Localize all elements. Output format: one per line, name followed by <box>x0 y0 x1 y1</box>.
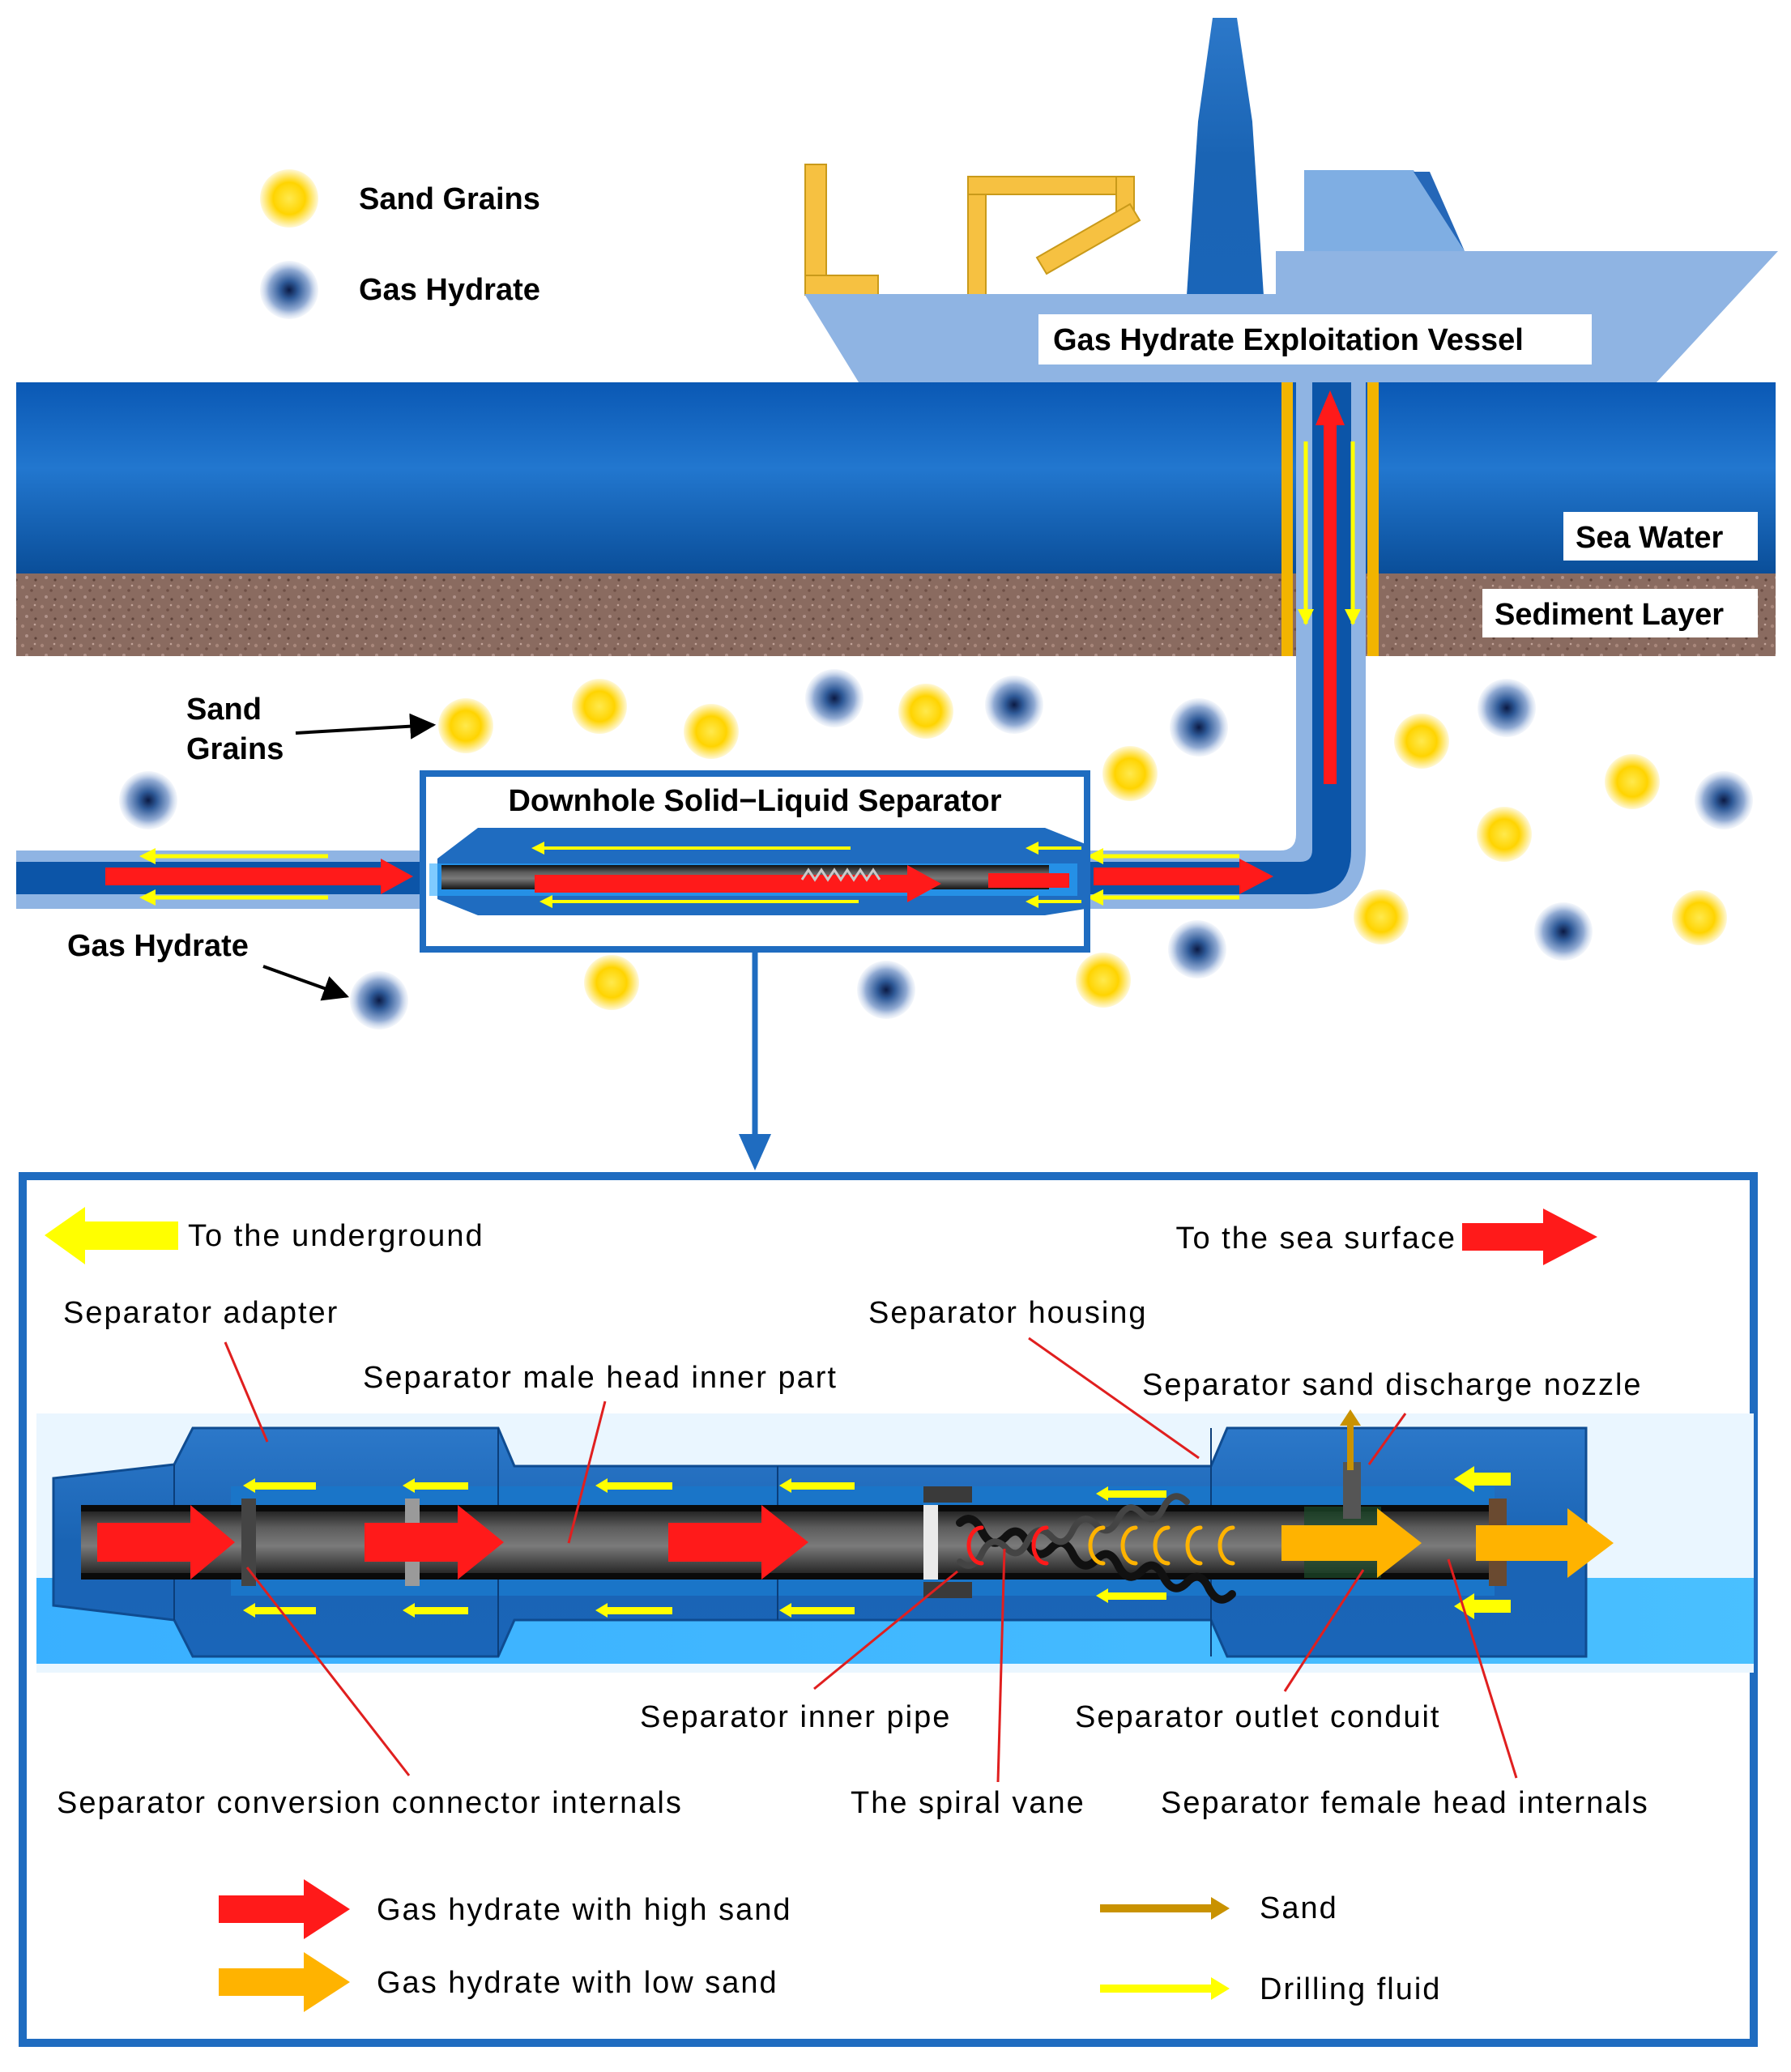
gas-hydrate <box>1695 771 1753 829</box>
sand-grain <box>684 704 739 759</box>
detail-connector-arrowhead <box>739 1134 771 1170</box>
label-separator-housing: Separator housing <box>868 1296 1148 1330</box>
legend-drilling-fluid-arrow-icon <box>1100 1977 1230 2000</box>
sea-water <box>16 382 1776 573</box>
sand-callout-line1: Sand <box>186 693 262 727</box>
sand-grain <box>1102 746 1158 801</box>
detail-callout-lines <box>224 1337 1518 1783</box>
to-surface-arrow <box>1462 1209 1597 1265</box>
sand-grain <box>1605 754 1660 809</box>
hydrate-callout: Gas Hydrate <box>67 929 249 963</box>
separator-cross-section <box>36 1413 1754 1673</box>
legend-gas-hydrate-icon <box>260 261 318 319</box>
sand-discharge-nozzle <box>1340 1409 1361 1519</box>
to-underground-arrow <box>45 1207 178 1264</box>
label-sand-discharge-nozzle: Separator sand discharge nozzle <box>1142 1368 1643 1402</box>
gas-hydrate <box>985 676 1043 734</box>
legend-high-sand-arrow-icon <box>219 1879 350 1939</box>
sea-water-label: Sea Water <box>1576 521 1724 555</box>
gas-hydrate <box>857 961 915 1019</box>
to-surface-label: To the sea surface <box>1175 1221 1456 1256</box>
sand-grain <box>584 955 639 1010</box>
spiral-vane <box>956 1493 1236 1604</box>
vessel-cranes <box>804 164 1141 296</box>
legend-drilling-fluid-label: Drilling fluid <box>1260 1972 1441 2006</box>
mini-separator <box>423 774 1087 949</box>
sand-grain <box>438 698 493 753</box>
label-separator-adapter: Separator adapter <box>63 1296 339 1330</box>
label-spiral-vane: The spiral vane <box>851 1786 1085 1820</box>
gas-hydrate <box>1478 679 1536 737</box>
detail-internal-flows <box>97 1505 1614 1580</box>
separator-box-label: Downhole Solid−Liquid Separator <box>508 784 1001 818</box>
sand-callout-arrow <box>295 713 437 740</box>
legend-high-sand-label: Gas hydrate with high sand <box>377 1893 792 1927</box>
gas-hydrate <box>1168 920 1226 978</box>
sea-water-label-box <box>1563 512 1758 561</box>
legend-sand-label-detail: Sand <box>1260 1891 1338 1925</box>
sediment-label: Sediment Layer <box>1495 598 1724 632</box>
sand-grain <box>1354 889 1409 944</box>
scattered-grains <box>119 669 1753 1030</box>
horizontal-pipe-flows <box>105 848 1273 906</box>
legend-low-sand-label: Gas hydrate with low sand <box>377 1966 778 2000</box>
gas-hydrate <box>1170 698 1228 757</box>
legend-sand-grain-icon <box>260 169 318 228</box>
gas-hydrate <box>350 971 408 1030</box>
sand-grain <box>572 679 627 734</box>
vessel-label: Gas Hydrate Exploitation Vessel <box>1053 323 1524 357</box>
gas-hydrate <box>805 669 864 727</box>
label-female-head-internals: Separator female head internals <box>1161 1786 1649 1820</box>
sand-callout-line2: Grains <box>186 732 284 766</box>
label-conversion-connector-internals: Separator conversion connector internals <box>57 1786 683 1820</box>
label-male-head-inner-part: Separator male head inner part <box>363 1361 838 1395</box>
label-separator-outlet-conduit: Separator outlet conduit <box>1075 1700 1441 1734</box>
legend-hydrate-label: Gas Hydrate <box>359 273 540 307</box>
sand-grain <box>1394 714 1449 769</box>
sand-grain <box>1477 807 1532 862</box>
label-separator-inner-pipe: Separator inner pipe <box>640 1700 951 1734</box>
sand-grain <box>898 684 953 739</box>
sand-grain <box>1672 890 1727 945</box>
legend-sand-arrow-icon <box>1100 1897 1230 1920</box>
to-underground-label: To the underground <box>188 1219 484 1253</box>
gas-hydrate <box>119 771 177 829</box>
sand-grain <box>1076 953 1131 1008</box>
legend-low-sand-arrow-icon <box>219 1952 350 2012</box>
vessel-label-box <box>1038 314 1592 365</box>
vessel-chimney <box>1187 18 1264 296</box>
hydrate-callout-arrow <box>262 965 350 1001</box>
sediment-label-box <box>1482 589 1758 637</box>
legend-sand-label: Sand Grains <box>359 182 540 216</box>
gas-hydrate <box>1534 902 1593 961</box>
vessel-bridge <box>1304 170 1465 251</box>
